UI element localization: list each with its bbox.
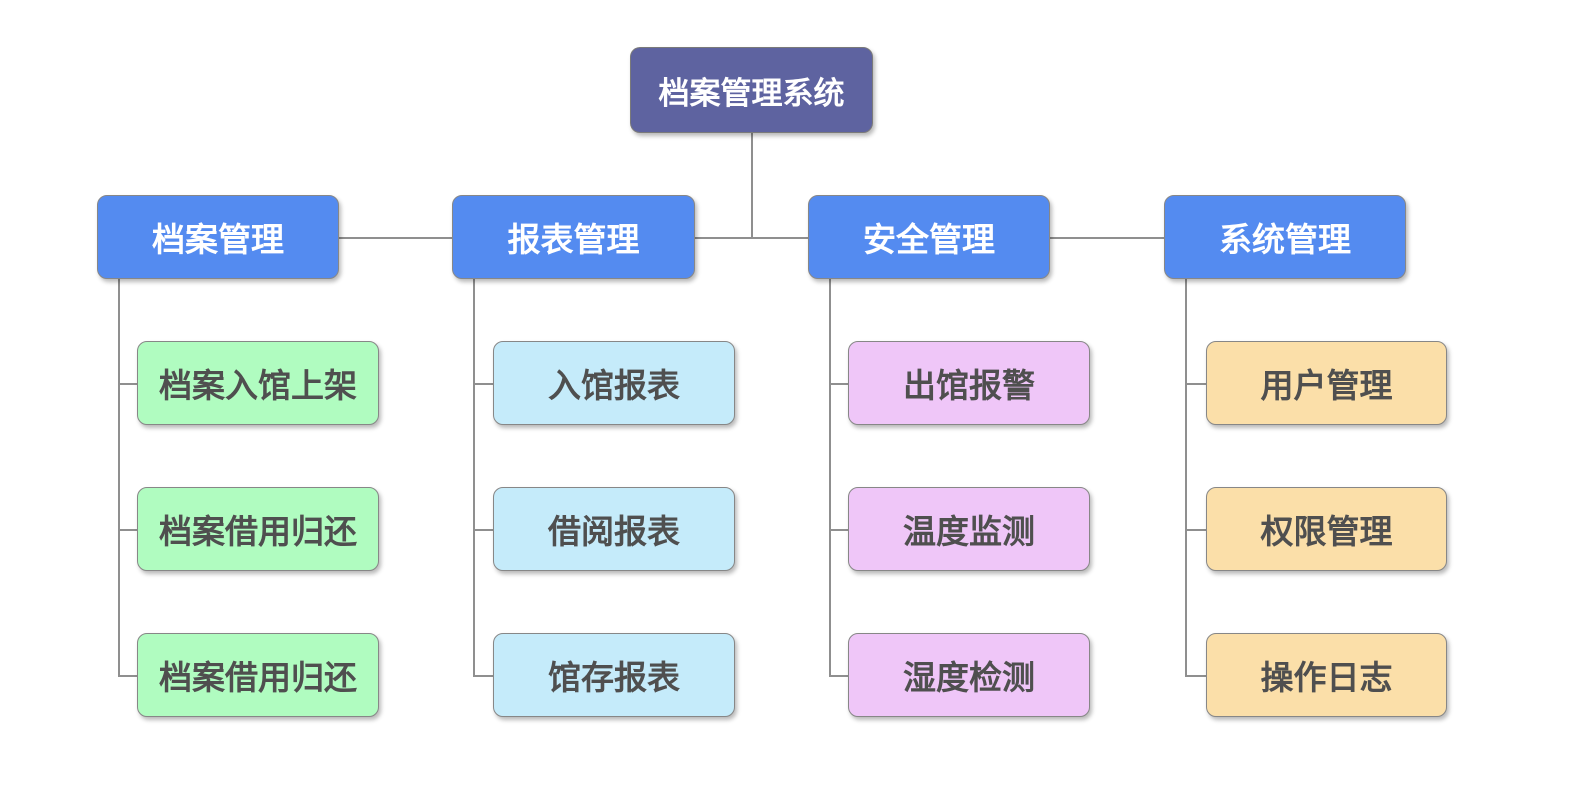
connector-child-stub <box>1185 383 1206 385</box>
connector-column-vertical <box>829 279 831 675</box>
connector-child-stub <box>118 383 137 385</box>
child-node-inventory-report: 馆存报表 <box>493 633 735 717</box>
connector-child-stub <box>829 675 848 677</box>
connector-child-stub <box>1185 675 1206 677</box>
connector-child-stub <box>473 675 493 677</box>
child-node-archive-borrow-return: 档案借用归还 <box>137 487 379 571</box>
child-node-user-management: 用户管理 <box>1206 341 1447 425</box>
connector-child-stub <box>473 529 493 531</box>
connector-column-vertical <box>1185 279 1187 675</box>
connector-branch-chain-3 <box>1050 237 1164 239</box>
connector-root-vertical <box>751 133 753 237</box>
child-node-exit-alarm: 出馆报警 <box>848 341 1090 425</box>
connector-child-stub <box>473 383 493 385</box>
branch-node-archive-management: 档案管理 <box>97 195 339 279</box>
child-node-temperature-monitoring: 温度监测 <box>848 487 1090 571</box>
branch-node-report-management: 报表管理 <box>452 195 695 279</box>
branch-node-system-management: 系统管理 <box>1164 195 1406 279</box>
connector-child-stub <box>829 529 848 531</box>
child-node-permission-management: 权限管理 <box>1206 487 1447 571</box>
connector-child-stub <box>118 529 137 531</box>
child-node-operation-log: 操作日志 <box>1206 633 1447 717</box>
child-node-humidity-detection: 湿度检测 <box>848 633 1090 717</box>
root-node-archive-management-system: 档案管理系统 <box>630 47 873 133</box>
connector-column-vertical <box>473 279 475 675</box>
child-node-inbound-report: 入馆报表 <box>493 341 735 425</box>
child-node-archive-shelving: 档案入馆上架 <box>137 341 379 425</box>
branch-node-security-management: 安全管理 <box>808 195 1050 279</box>
connector-column-vertical <box>118 279 120 675</box>
connector-child-stub <box>1185 529 1206 531</box>
child-node-borrowing-report: 借阅报表 <box>493 487 735 571</box>
connector-child-stub <box>118 675 137 677</box>
child-node-archive-borrow-return: 档案借用归还 <box>137 633 379 717</box>
connector-child-stub <box>829 383 848 385</box>
connector-branch-chain-2 <box>695 237 808 239</box>
connector-branch-chain-1 <box>339 237 452 239</box>
